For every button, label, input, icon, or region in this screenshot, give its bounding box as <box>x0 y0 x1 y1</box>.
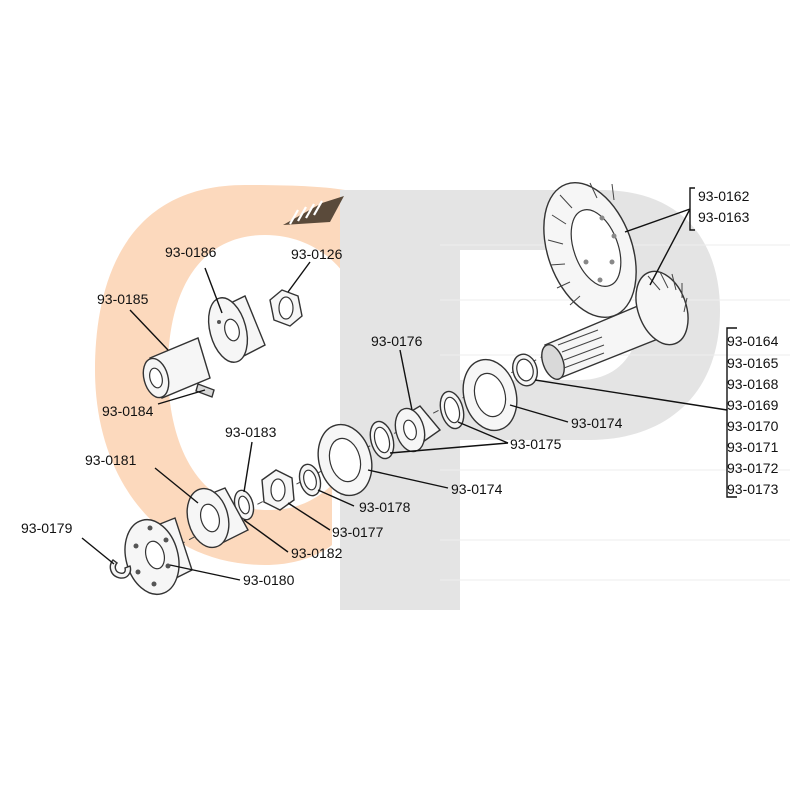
snap-ring-right-part <box>439 390 465 430</box>
label-93-0173: 93-0173 <box>727 481 779 497</box>
label-93-0163: 93-0163 <box>698 209 750 225</box>
label-93-0164: 93-0164 <box>727 333 779 349</box>
label-93-0165: 93-0165 <box>727 355 779 371</box>
label-93-0186: 93-0186 <box>165 244 217 260</box>
label-93-0176: 93-0176 <box>371 333 423 349</box>
label-93-0181: 93-0181 <box>85 452 137 468</box>
leader-lines <box>81 187 737 581</box>
label-93-0175: 93-0175 <box>510 436 562 452</box>
spacer-part <box>394 405 442 453</box>
ring-gear-part <box>543 181 637 319</box>
label-93-0185: 93-0185 <box>97 291 149 307</box>
label-93-0170: 93-0170 <box>727 418 779 434</box>
label-93-0174-right: 93-0174 <box>571 415 623 431</box>
shim-ring-part <box>511 353 539 387</box>
label-93-0177: 93-0177 <box>332 524 384 540</box>
label-93-0172: 93-0172 <box>727 460 779 476</box>
splined-sleeve-part <box>142 337 211 399</box>
label-93-0174-left: 93-0174 <box>451 481 503 497</box>
label-93-0183: 93-0183 <box>225 424 277 440</box>
label-93-0126: 93-0126 <box>291 246 343 262</box>
label-93-0162: 93-0162 <box>698 188 750 204</box>
flange-part <box>124 517 193 596</box>
label-93-0168: 93-0168 <box>727 376 779 392</box>
pinion-shaft-part <box>541 270 689 380</box>
label-93-0178: 93-0178 <box>359 499 411 515</box>
label-93-0169: 93-0169 <box>727 397 779 413</box>
collar-part <box>207 295 266 363</box>
part-labels: 93-0162 93-0163 93-0164 93-0165 93-0168 … <box>21 188 779 588</box>
ball-bearing-left-part <box>317 423 373 497</box>
label-93-0179: 93-0179 <box>21 520 73 536</box>
castle-nut-part <box>261 469 295 511</box>
label-93-0184: 93-0184 <box>102 403 154 419</box>
watermark-gray-shape <box>340 190 720 610</box>
washer-part <box>298 463 322 497</box>
label-93-0171: 93-0171 <box>727 439 779 455</box>
label-93-0180: 93-0180 <box>243 572 295 588</box>
nut-part <box>269 289 303 327</box>
circlip-part <box>109 559 132 579</box>
ball-bearing-right-part <box>462 358 518 432</box>
label-93-0182: 93-0182 <box>291 545 343 561</box>
snap-ring-left-part <box>369 420 395 460</box>
lock-washer-part <box>233 489 255 521</box>
direction-arrow-icon <box>283 196 344 225</box>
